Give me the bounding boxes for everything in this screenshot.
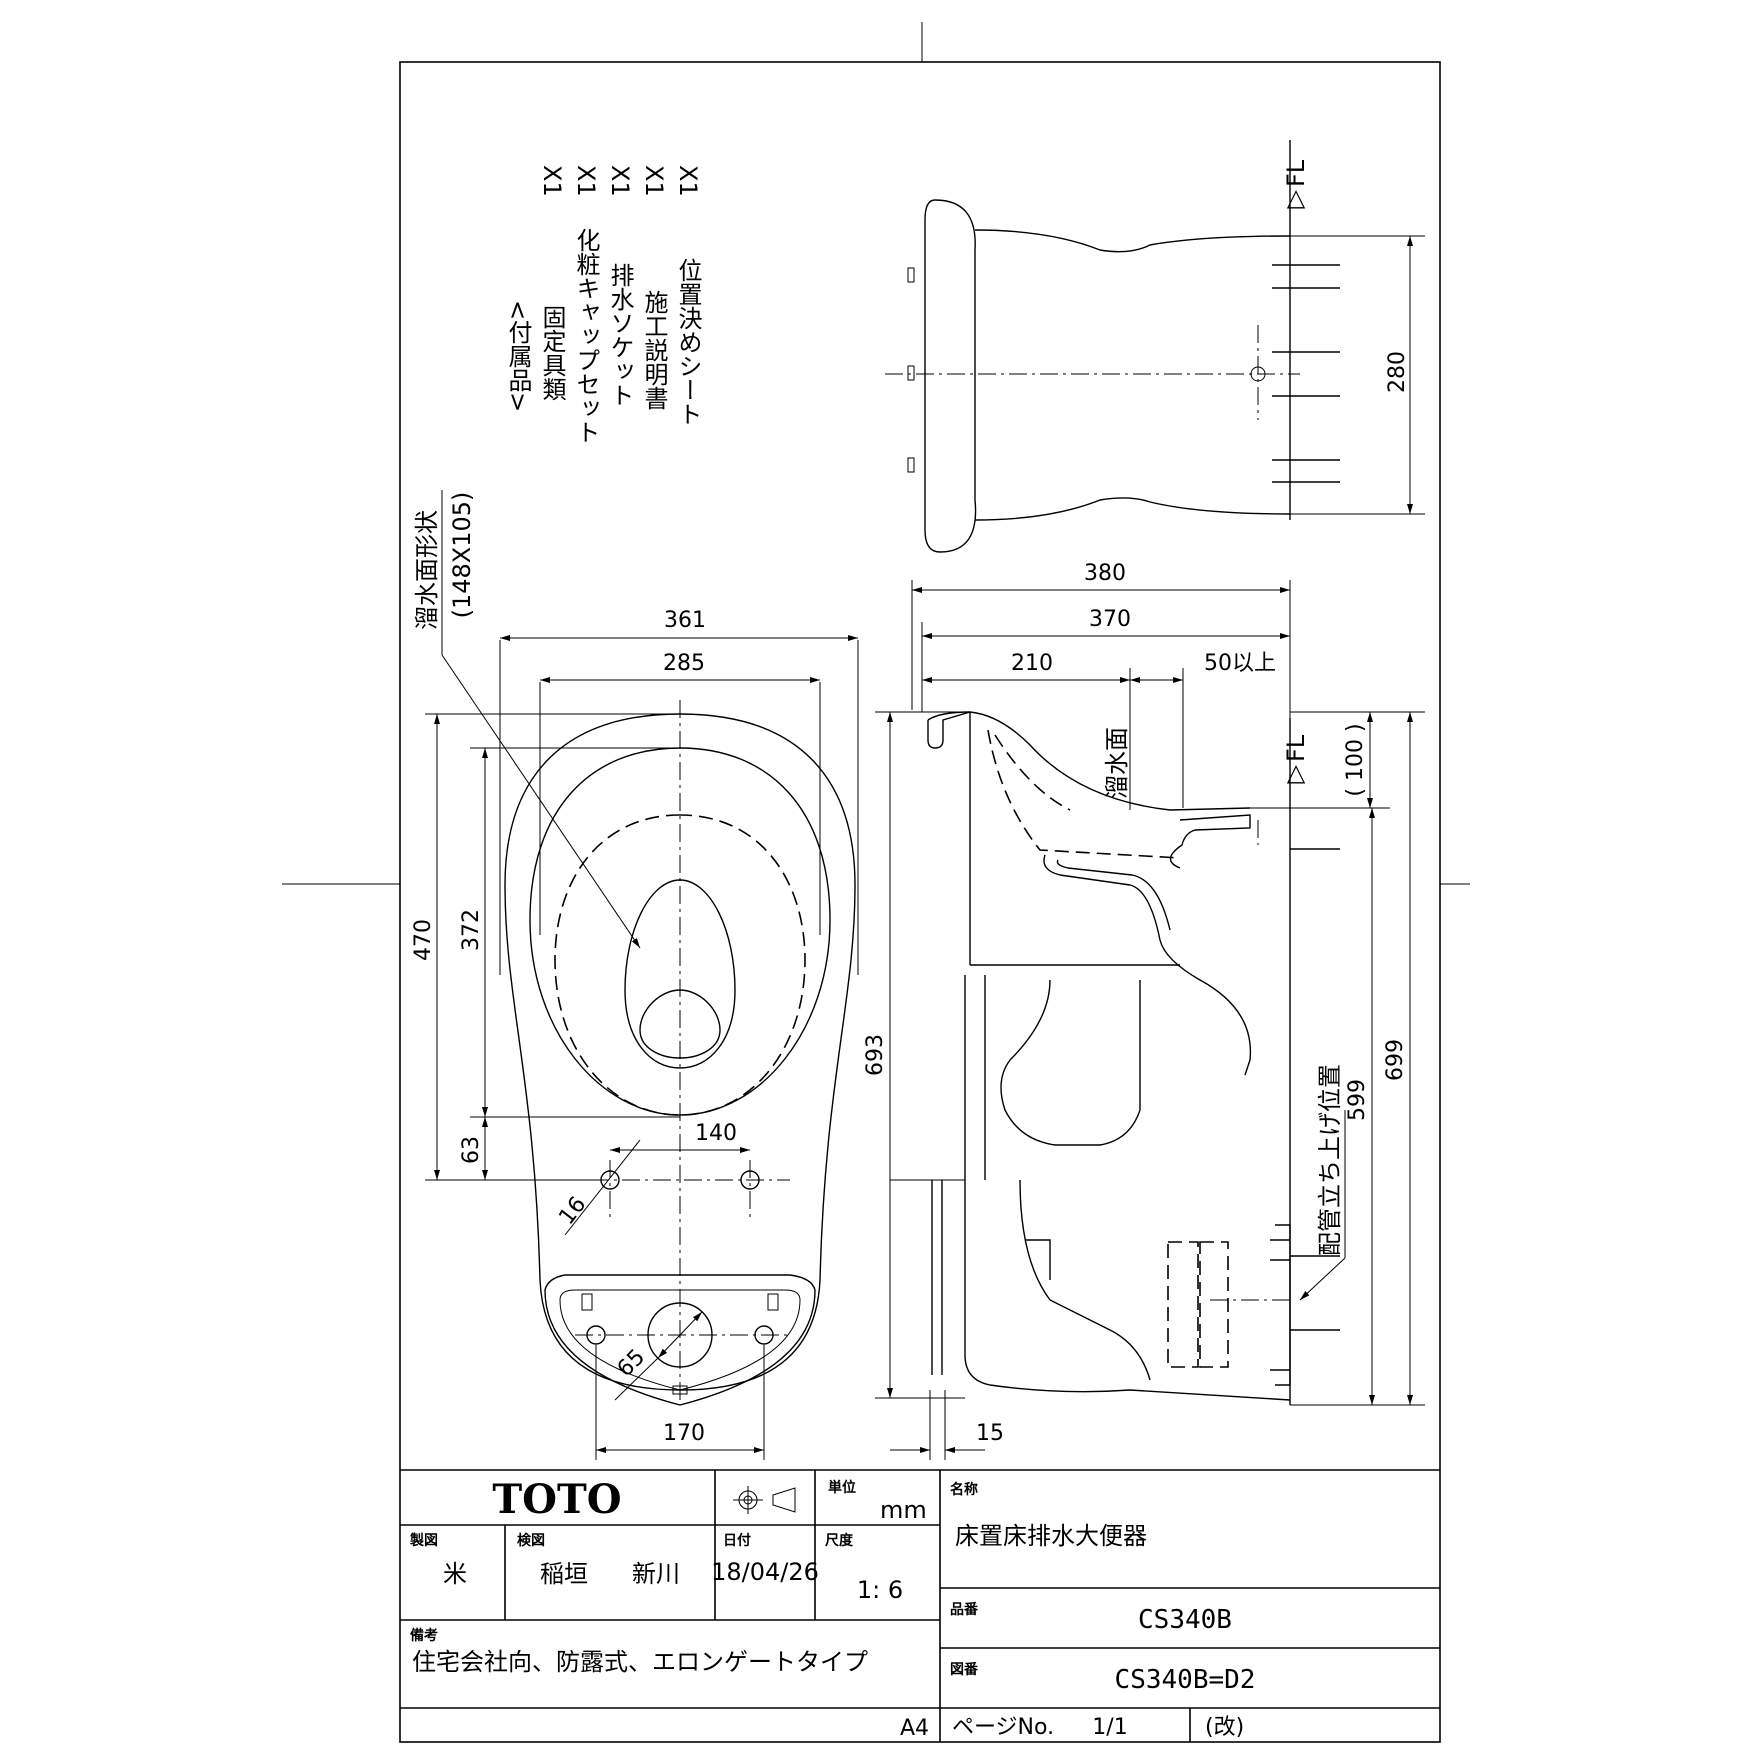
water-surface-shape-label: 溜水面形状 bbox=[413, 510, 441, 630]
dim-16: 16 bbox=[554, 1192, 591, 1229]
dim-693: 693 bbox=[863, 1034, 888, 1076]
accessory-item-name: 固定具類 bbox=[538, 305, 566, 401]
revision-label: (改) bbox=[1205, 1715, 1244, 1740]
dim-65: 65 bbox=[613, 1345, 650, 1382]
dim-100: ( 100 ) bbox=[1343, 723, 1368, 796]
accessories-list: <付属品> 固定具類 化粧キャップセット 排水ソケット 施工説明書 位置決めシー… bbox=[504, 165, 702, 444]
note-label: 備考 bbox=[410, 1627, 438, 1644]
page-label: ページNo. bbox=[952, 1715, 1054, 1740]
paper-size: A4 bbox=[900, 1716, 929, 1741]
accessories-heading: <付属品> bbox=[504, 300, 532, 412]
drawing-number-label: 図番 bbox=[950, 1661, 979, 1678]
drawn-value: 米 bbox=[443, 1560, 467, 1588]
dim-15: 15 bbox=[976, 1421, 1004, 1446]
title-block: TOTO 単位 mm 名称 床置床排水大便器 製図 米 検図 稲垣 新川 日付 … bbox=[400, 1469, 1440, 1742]
plan-view: 361 285 470 372 63 140 16 65 170 溜水面形状 (… bbox=[411, 490, 859, 1460]
dim-699: 699 bbox=[1383, 1039, 1408, 1081]
accessory-item-name: 排水ソケット bbox=[606, 263, 634, 407]
dim-370: 370 bbox=[1089, 607, 1131, 632]
dim-361: 361 bbox=[664, 608, 706, 633]
date-label: 日付 bbox=[723, 1532, 751, 1549]
unit-label: 単位 bbox=[828, 1479, 856, 1496]
dim-280: 280 bbox=[1385, 351, 1410, 393]
side-view: 溜水面 ▽FL 380 370 210 50以上 ( 100 ) 693 699… bbox=[863, 561, 1425, 1460]
dim-285: 285 bbox=[663, 651, 705, 676]
dim-372: 372 bbox=[459, 909, 484, 951]
dim-140: 140 bbox=[695, 1121, 737, 1146]
unit-value: mm bbox=[880, 1496, 927, 1524]
dim-63: 63 bbox=[459, 1136, 484, 1164]
accessory-item-qty: X1 bbox=[674, 165, 702, 197]
scale-label: 尺度 bbox=[825, 1532, 854, 1549]
toto-logo-text: TOTO bbox=[492, 1476, 621, 1523]
date-value: 18/04/26 bbox=[711, 1558, 819, 1586]
part-number-label: 品番 bbox=[950, 1601, 979, 1618]
dim-210: 210 bbox=[1011, 651, 1053, 676]
accessory-item-qty: X1 bbox=[606, 165, 634, 197]
part-number-value: CS340B bbox=[1138, 1605, 1232, 1635]
accessory-item-qty: X1 bbox=[572, 165, 600, 197]
accessory-item-name: 位置決めシート bbox=[674, 258, 702, 426]
floor-level-side-label: ▽FL bbox=[1282, 734, 1310, 790]
anchor-bolts bbox=[1272, 264, 1340, 483]
floor-level-label: ▽FL bbox=[1282, 159, 1310, 215]
accessory-item-name: 施工説明書 bbox=[640, 290, 668, 410]
page-value: 1/1 bbox=[1092, 1715, 1127, 1740]
drawn-label: 製図 bbox=[409, 1532, 438, 1549]
dim-599: 599 bbox=[1345, 1079, 1370, 1121]
checked-label: 検図 bbox=[517, 1532, 545, 1549]
water-surface-size-label: (148X105) bbox=[448, 492, 476, 619]
dim-470: 470 bbox=[411, 919, 436, 961]
accessory-item-name: 化粧キャップセット bbox=[572, 228, 600, 444]
dim-170: 170 bbox=[663, 1421, 705, 1446]
pipe-riser-position-label: 配管立ち上げ位置 bbox=[1316, 1064, 1344, 1256]
checked-value-2: 新川 bbox=[632, 1560, 680, 1588]
dim-380: 380 bbox=[1084, 561, 1126, 586]
bottom-view: ▽FL 280 bbox=[885, 140, 1425, 553]
name-value: 床置床排水大便器 bbox=[955, 1522, 1147, 1550]
sheet-frame bbox=[282, 22, 1470, 1743]
projection-symbol-icon bbox=[733, 1486, 796, 1514]
accessory-item-qty: X1 bbox=[640, 165, 668, 197]
note-value: 住宅会社向、防露式、エロンゲートタイプ bbox=[412, 1648, 868, 1676]
water-surface-label: 溜水面 bbox=[1103, 727, 1131, 799]
dim-50-or-more: 50以上 bbox=[1204, 651, 1276, 676]
accessory-item-qty: X1 bbox=[538, 165, 566, 197]
drawing-number-value: CS340B=D2 bbox=[1115, 1665, 1256, 1695]
scale-value: 1: 6 bbox=[857, 1576, 903, 1604]
name-label: 名称 bbox=[950, 1481, 978, 1498]
checked-value-1: 稲垣 bbox=[540, 1560, 588, 1588]
